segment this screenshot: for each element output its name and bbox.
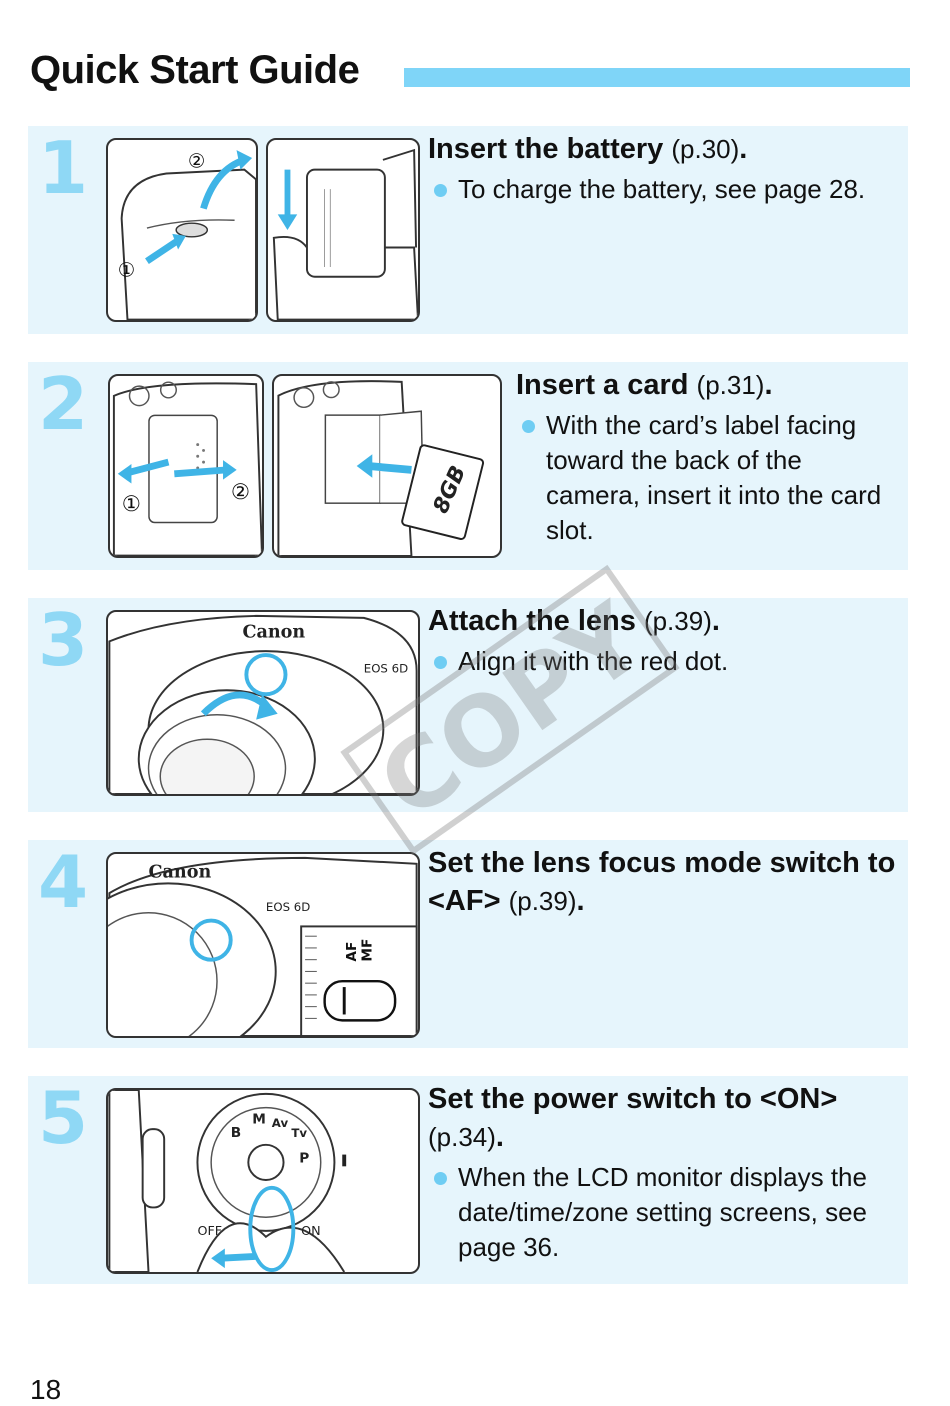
step-title-end: . [739, 133, 748, 165]
dial-label-p: P [299, 1150, 309, 1166]
bullet-text: When the LCD monitor displays the date/t… [458, 1162, 868, 1262]
step-5: 5 B M Av Tv P OFF ON Set the power switc… [28, 1076, 908, 1284]
bullet-item: When the LCD monitor displays the date/t… [428, 1160, 898, 1265]
step-1-text: Insert the battery (p.30). To charge the… [428, 130, 898, 207]
bullet-text: To charge the battery, see page 28. [458, 174, 866, 204]
card-insert-illustration: 8GB [272, 374, 502, 558]
step-2: 2 ① ② 8GB [28, 362, 908, 570]
switch-label-af: AF [344, 942, 360, 962]
page-reference: (p.30) [671, 134, 740, 164]
camera-brand: Canon [242, 621, 305, 642]
page-reference: (p.34) [428, 1122, 496, 1152]
step-title-end: . [711, 605, 720, 637]
page-number: 18 [30, 1374, 62, 1405]
bullet-dot-icon [434, 656, 447, 669]
step-1-heading: Insert the battery (p.30). [428, 130, 898, 168]
step-number: 4 [38, 840, 89, 924]
step-2-text: Insert a card (p.31). With the card’s la… [516, 366, 896, 548]
model-label: EOS 6D [266, 900, 310, 914]
step-number: 5 [38, 1076, 89, 1160]
page-reference: (p.39) [643, 606, 712, 636]
step-title: Set the lens focus mode switch to <AF> [428, 847, 896, 917]
callout-1: ① [122, 492, 141, 517]
dial-label-av: Av [272, 1116, 289, 1130]
bullet-dot-icon [434, 1172, 447, 1185]
callout-2: ② [188, 150, 205, 173]
bullet-item: Align it with the red dot. [428, 644, 898, 679]
dial-label-b: B [231, 1125, 241, 1141]
step-3-text: Attach the lens (p.39). Align it with th… [428, 602, 898, 679]
step-title-end: . [495, 1121, 504, 1153]
page-title: Quick Start Guide [30, 48, 360, 92]
bullet-dot-icon [522, 420, 535, 433]
camera-brand: Canon [149, 861, 212, 882]
step-1: 1 ② ① Insert the battery (p.30). [28, 126, 908, 334]
callout-1: ① [118, 259, 135, 282]
step-3-heading: Attach the lens (p.39). [428, 602, 898, 640]
callout-2: ② [231, 480, 250, 505]
switch-label-mf: MF [360, 939, 376, 962]
step-5-text: Set the power switch to <ON> (p.34). Whe… [428, 1080, 898, 1265]
title-accent-bar [404, 68, 910, 87]
step-2-heading: Insert a card (p.31). [516, 366, 896, 404]
step-4-heading: Set the lens focus mode switch to <AF> (… [428, 844, 898, 920]
focus-switch-illustration: Canon EOS 6D AF MF [106, 852, 420, 1038]
step-title: Insert a card [516, 369, 689, 401]
battery-door-illustration: ② ① [106, 138, 258, 322]
page-reference: (p.31) [696, 370, 765, 400]
card-door-open-illustration: ① ② [108, 374, 264, 558]
bullet-dot-icon [434, 184, 447, 197]
bullet-text: With the card’s label facing toward the … [546, 410, 882, 545]
step-number: 2 [38, 362, 89, 446]
battery-insert-illustration [266, 138, 420, 322]
step-title: Insert the battery [428, 133, 664, 165]
bullet-text: Align it with the red dot. [458, 646, 729, 676]
lens-attach-illustration: Canon EOS 6D [106, 610, 420, 796]
step-number: 1 [38, 126, 89, 210]
bullet-item: With the card’s label facing toward the … [516, 408, 896, 548]
step-title-end: . [576, 885, 585, 917]
step-title-end: . [764, 369, 773, 401]
step-title: Attach the lens [428, 605, 636, 637]
step-3: 3 Canon EOS 6D Attach the lens (p.39). A… [28, 598, 908, 812]
switch-label-off: OFF [197, 1223, 222, 1238]
bullet-item: To charge the battery, see page 28. [428, 172, 898, 207]
dial-label-tv: Tv [291, 1126, 307, 1140]
page-reference: (p.39) [508, 886, 577, 916]
step-title: Set the power switch to <ON> [428, 1083, 838, 1115]
switch-label-on: ON [301, 1223, 321, 1238]
step-number: 3 [38, 598, 89, 682]
step-4: 4 Canon EOS 6D AF MF Set the lens focus … [28, 840, 908, 1048]
step-4-text: Set the lens focus mode switch to <AF> (… [428, 844, 898, 920]
step-5-heading: Set the power switch to <ON> (p.34). [428, 1080, 898, 1156]
dial-label-m: M [252, 1111, 266, 1127]
power-switch-illustration: B M Av Tv P OFF ON [106, 1088, 420, 1274]
model-label: EOS 6D [364, 662, 408, 676]
